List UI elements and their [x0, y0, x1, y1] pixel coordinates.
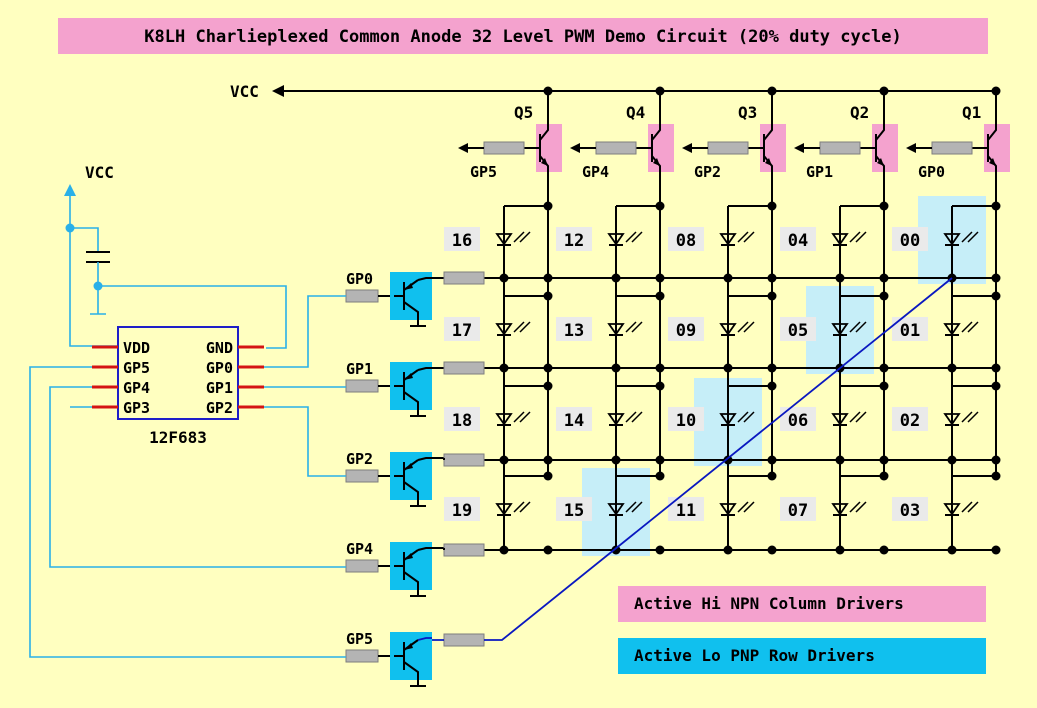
led-label: 15	[564, 501, 584, 521]
led-11: 11	[668, 471, 777, 555]
led-13: 13	[556, 291, 665, 373]
column-driver-input: GP0	[918, 163, 945, 181]
title-text: K8LH Charlieplexed Common Anode 32 Level…	[144, 27, 901, 47]
led-label: 02	[900, 411, 920, 431]
vcc-rail-label: VCC	[230, 82, 259, 101]
led-label: 19	[452, 501, 472, 521]
chip-pin-gnd: GND	[206, 339, 233, 357]
row-driver-gp5: GP5	[345, 630, 485, 687]
led-18: 18	[444, 381, 553, 465]
led-02: 02	[892, 381, 1001, 465]
chip-pin-vdd: VDD	[123, 339, 150, 357]
led-05: 05	[780, 291, 889, 373]
led-label: 16	[452, 231, 472, 251]
column-driver-input: GP5	[470, 163, 497, 181]
legend-npn-box	[618, 586, 986, 622]
row-driver-label: GP0	[346, 270, 373, 288]
vcc-arrow-icon	[64, 184, 76, 196]
led-04: 04	[780, 201, 889, 283]
led-label: 12	[564, 231, 584, 251]
led-17: 17	[444, 291, 553, 373]
chip-pin-gp5: GP5	[123, 359, 150, 377]
microcontroller-12f683: VDD GP5 GP4 GP3 GND GP0 GP1 GP2 12F683	[92, 326, 264, 447]
column-driver-input: GP4	[582, 163, 609, 181]
led-label: 13	[564, 321, 584, 341]
row-driver-gp0: GP0	[345, 270, 485, 327]
led-label: 00	[900, 231, 920, 251]
led-matrix: 16 12 08 04 00 17 13 09 05 01 18 14 10 06 02 19 15 11 07 03	[444, 201, 1001, 555]
column-driver-label: Q1	[962, 103, 981, 122]
led-label: 04	[788, 231, 808, 251]
chip-pin-gp0: GP0	[206, 359, 233, 377]
column-driver-input: GP2	[694, 163, 721, 181]
legend-pnp-box	[618, 638, 986, 674]
led-06: 06	[780, 381, 889, 465]
chip-wiring	[29, 295, 346, 658]
column-driver-input: GP1	[806, 163, 833, 181]
led-label: 07	[788, 501, 808, 521]
led-19: 19	[444, 471, 553, 555]
row-driver-label: GP4	[346, 540, 373, 558]
row-driver-label: GP5	[346, 630, 373, 648]
led-12: 12	[556, 201, 665, 283]
vcc-rail: VCC	[230, 82, 1001, 122]
row-driver-gp4: GP4	[345, 540, 485, 597]
column-driver-label: Q2	[850, 103, 869, 122]
decoupling-capacitor: VCC	[64, 163, 287, 349]
chip-pin-gp3: GP3	[123, 399, 150, 417]
led-label: 05	[788, 321, 808, 341]
led-label: 14	[564, 411, 584, 431]
row-driver-label: GP1	[346, 360, 373, 378]
led-label: 10	[676, 411, 696, 431]
chip-pin-gp4: GP4	[123, 379, 150, 397]
chip-pin-gp2: GP2	[206, 399, 233, 417]
legend: Active Hi NPN Column Drivers Active Lo P…	[618, 586, 986, 674]
led-01: 01	[892, 291, 1001, 373]
row-driver-gp2: GP2	[345, 450, 485, 507]
led-label: 01	[900, 321, 920, 341]
led-label: 11	[676, 501, 696, 521]
led-10: 10	[668, 381, 777, 465]
led-label: 17	[452, 321, 472, 341]
active-path-wire	[432, 277, 953, 641]
legend-npn-text: Active Hi NPN Column Drivers	[634, 594, 904, 613]
led-label: 06	[788, 411, 808, 431]
row-driver-gp1: GP1	[345, 360, 485, 417]
vcc-supply-label: VCC	[85, 163, 114, 182]
led-16: 16	[444, 201, 553, 283]
chip-name: 12F683	[149, 428, 207, 447]
led-label: 03	[900, 501, 920, 521]
chip-pin-gp1: GP1	[206, 379, 233, 397]
led-03: 03	[892, 471, 1001, 555]
led-14: 14	[556, 381, 665, 465]
row-driver-label: GP2	[346, 450, 373, 468]
title-banner	[58, 18, 988, 54]
led-09: 09	[668, 291, 777, 373]
led-label: 08	[676, 231, 696, 251]
led-15: 15	[556, 471, 665, 555]
led-label: 18	[452, 411, 472, 431]
led-08: 08	[668, 201, 777, 283]
column-driver-label: Q3	[738, 103, 757, 122]
legend-pnp-text: Active Lo PNP Row Drivers	[634, 646, 875, 665]
led-07: 07	[780, 471, 889, 555]
column-driver-label: Q5	[514, 103, 533, 122]
led-label: 09	[676, 321, 696, 341]
led-00: 00	[892, 201, 1001, 283]
column-driver-label: Q4	[626, 103, 645, 122]
